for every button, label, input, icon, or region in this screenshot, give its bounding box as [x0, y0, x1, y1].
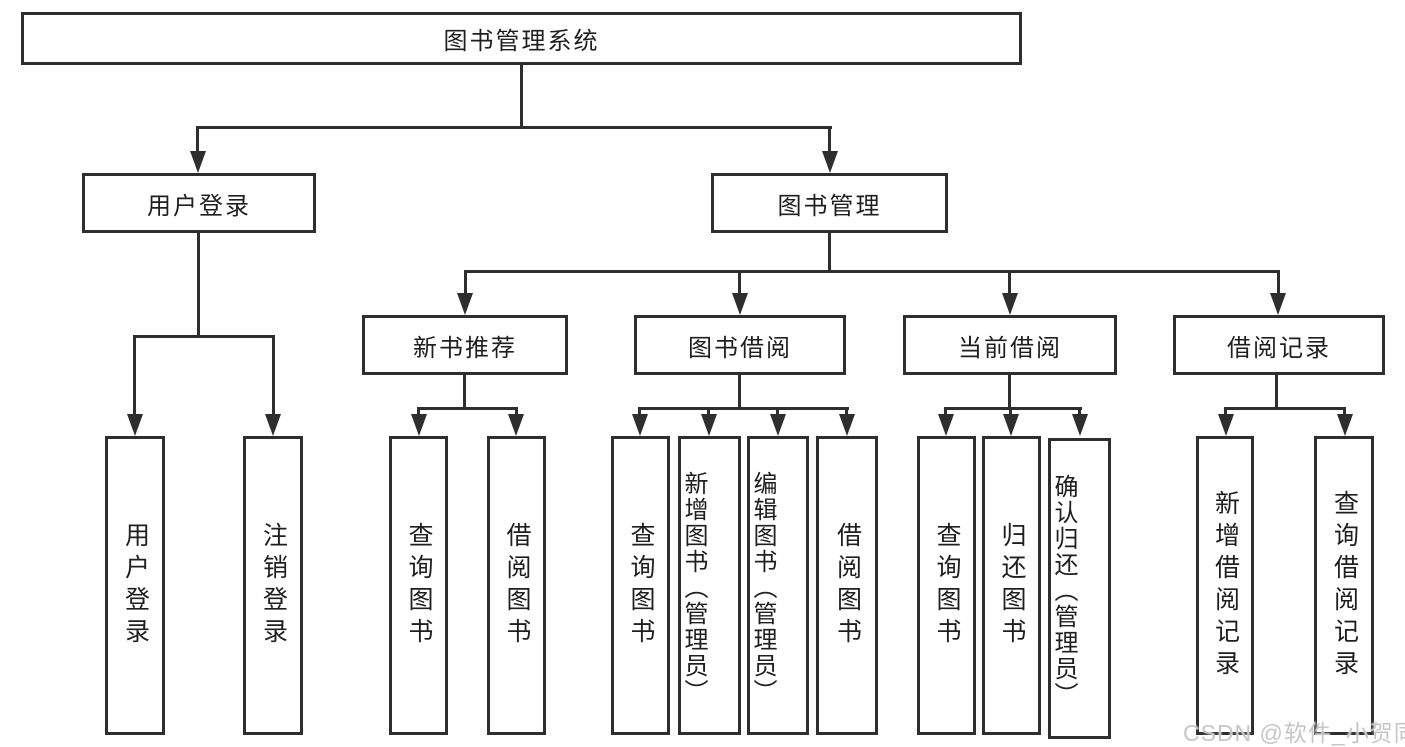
- node-label: 确认归还（管理员）: [1050, 474, 1077, 708]
- connector-line: [1078, 407, 1081, 416]
- arrowhead-down-icon: [632, 414, 648, 436]
- arrowhead-down-icon: [1072, 414, 1088, 436]
- arrowhead-down-icon: [1337, 414, 1353, 436]
- connector-line: [417, 407, 518, 410]
- arrowhead-down-icon: [701, 414, 717, 436]
- leaf-query-borrow-record: 查询借阅记录: [1314, 436, 1374, 735]
- arrowhead-down-icon: [1003, 414, 1019, 436]
- connector-line: [1343, 407, 1346, 416]
- node-label: 新书推荐: [413, 334, 517, 362]
- connector-line: [944, 407, 947, 416]
- arrowhead-down-icon: [1218, 414, 1234, 436]
- connector-line: [133, 335, 275, 338]
- leaf-logout: 注销登录: [243, 436, 303, 735]
- connector-line: [738, 375, 741, 407]
- node-label: 图书管理: [777, 192, 882, 220]
- connector-line: [196, 126, 832, 129]
- node-label: 借阅记录: [1227, 334, 1331, 362]
- connector-line: [1275, 375, 1278, 407]
- arrowhead-down-icon: [1002, 293, 1018, 315]
- leaf-query-books-borrowing: 查询图书: [611, 436, 670, 735]
- node-book-borrowing: 图书借阅: [634, 315, 846, 375]
- connector-line: [196, 126, 199, 153]
- node-book-management: 图书管理: [711, 173, 948, 233]
- node-label: 用户登录: [147, 192, 251, 220]
- connector-line: [638, 407, 641, 416]
- leaf-return-books: 归还图书: [982, 436, 1041, 735]
- node-label: 新增借阅记录: [1211, 489, 1240, 682]
- node-label: 新增图书（管理员）: [680, 471, 707, 705]
- node-label: 查询图书: [405, 521, 433, 650]
- connector-line: [463, 375, 466, 407]
- leaf-borrow-books-borrowing: 借阅图书: [816, 436, 878, 735]
- arrowhead-down-icon: [822, 151, 838, 173]
- leaf-confirm-return-admin: 确认归还（管理员）: [1048, 438, 1111, 739]
- connector-line: [1009, 407, 1012, 416]
- node-label: 查询图书: [933, 521, 961, 650]
- connector-line: [1277, 270, 1280, 293]
- node-label: 当前借阅: [958, 334, 1062, 362]
- arrowhead-down-icon: [938, 414, 954, 436]
- connector-line: [197, 233, 200, 335]
- connector-line: [828, 126, 831, 153]
- node-label: 图书管理系统: [443, 28, 600, 55]
- arrowhead-down-icon: [508, 414, 524, 436]
- leaf-add-borrow-record: 新增借阅记录: [1196, 436, 1254, 735]
- arrowhead-down-icon: [732, 293, 748, 315]
- node-label: 图书借阅: [688, 334, 792, 362]
- arrowhead-down-icon: [839, 414, 855, 436]
- connector-line: [707, 407, 710, 416]
- arrowhead-down-icon: [770, 414, 786, 436]
- node-new-book-recommend: 新书推荐: [362, 315, 568, 375]
- connector-line: [464, 270, 1280, 273]
- leaf-borrow-books-recommend: 借阅图书: [487, 436, 546, 735]
- leaf-add-books-admin: 新增图书（管理员）: [678, 436, 741, 735]
- node-label: 编辑图书（管理员）: [749, 471, 776, 705]
- leaf-query-books-current: 查询图书: [917, 436, 976, 735]
- connector-line: [520, 65, 523, 126]
- connector-line: [1224, 407, 1227, 416]
- node-borrowing-records: 借阅记录: [1173, 315, 1385, 375]
- connector-line: [828, 233, 831, 270]
- connector-line: [1008, 375, 1011, 407]
- connector-line: [417, 407, 420, 416]
- node-label: 借阅图书: [503, 521, 531, 650]
- connector-line: [845, 407, 848, 416]
- connector-line: [1224, 407, 1346, 410]
- node-current-borrowing: 当前借阅: [903, 315, 1117, 375]
- connector-line: [133, 335, 136, 415]
- leaf-user-login: 用户登录: [105, 436, 165, 735]
- connector-line: [464, 270, 467, 293]
- connector-line: [944, 407, 1082, 410]
- node-label: 借阅图书: [833, 521, 862, 650]
- node-label: 查询借阅记录: [1330, 489, 1359, 682]
- node-label: 注销登录: [259, 521, 288, 650]
- arrowhead-down-icon: [411, 414, 427, 436]
- connector-line: [515, 407, 518, 416]
- csdn-watermark: CSDN @软件_小贺同学: [1183, 720, 1405, 746]
- leaf-edit-books-admin: 编辑图书（管理员）: [747, 436, 809, 735]
- arrowhead-down-icon: [457, 293, 473, 315]
- connector-line: [776, 407, 779, 416]
- leaf-query-books-recommend: 查询图书: [389, 436, 448, 735]
- arrowhead-down-icon: [190, 151, 206, 173]
- node-label: 查询图书: [627, 521, 655, 650]
- connector-line: [272, 335, 275, 415]
- arrowhead-down-icon: [127, 414, 143, 436]
- node-label: 归还图书: [998, 521, 1026, 650]
- connector-line: [638, 407, 849, 410]
- connector-line: [1008, 270, 1011, 293]
- node-user-login: 用户登录: [82, 173, 316, 233]
- node-library-system: 图书管理系统: [21, 12, 1022, 65]
- arrowhead-down-icon: [265, 414, 281, 436]
- node-label: 用户登录: [121, 521, 150, 650]
- connector-line: [738, 270, 741, 293]
- arrowhead-down-icon: [1270, 293, 1286, 315]
